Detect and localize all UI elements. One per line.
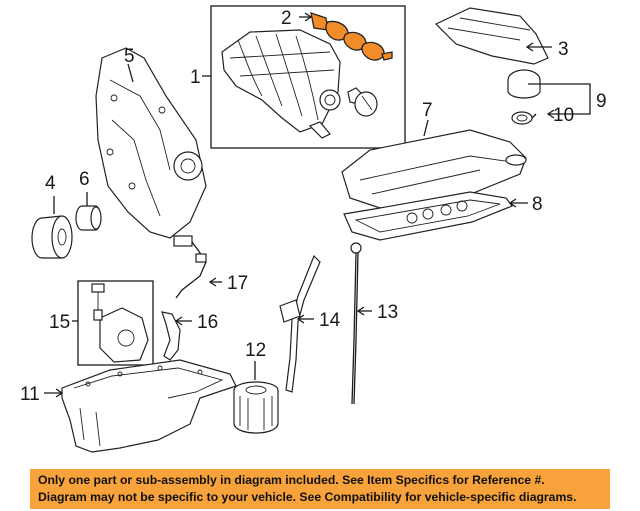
callout-7: 7 [422, 100, 433, 121]
callout-14: 14 [319, 310, 341, 331]
callout-4: 4 [45, 173, 56, 194]
dipstick-tube [279, 254, 321, 393]
timing-chain-cover [95, 47, 207, 239]
callout-6: 6 [79, 169, 90, 190]
intake-manifold-group-box [210, 5, 406, 149]
engine-cover [434, 7, 549, 65]
disclaimer-line-2: Diagram may not be specific to your vehi… [38, 490, 577, 504]
intake-manifold [221, 29, 378, 139]
callout-15: 15 [49, 312, 70, 333]
oil-dipstick [350, 242, 362, 405]
callout-13: 13 [377, 302, 398, 323]
oil-pump-group-box [77, 280, 154, 366]
callout-9: 9 [596, 91, 607, 112]
callout-3: 3 [558, 39, 569, 60]
callout-2: 2 [281, 8, 292, 29]
oil-pump [91, 283, 149, 363]
callout-16: 16 [197, 312, 218, 333]
callout-17: 17 [227, 273, 248, 294]
disclaimer-line-1: Only one part or sub-assembly in diagram… [38, 473, 545, 487]
crankshaft-pulley [31, 215, 73, 259]
oil-filter [233, 381, 279, 434]
valve-cover [341, 129, 527, 209]
oil-pan [61, 359, 237, 453]
callout-11: 11 [20, 384, 40, 405]
oil-strainer [161, 311, 181, 361]
callout-8: 8 [532, 194, 543, 215]
disclaimer-banner: Only one part or sub-assembly in diagram… [30, 469, 610, 509]
valve-cover-gasket [343, 191, 513, 241]
callout-10: 10 [553, 105, 574, 126]
oil-pressure-sensor [173, 235, 207, 299]
callout-12: 12 [245, 340, 266, 361]
callout-5: 5 [124, 46, 135, 67]
leader-lines [44, 12, 591, 398]
oil-filler-cap [507, 69, 541, 125]
front-oil-seal [75, 205, 102, 231]
callout-1: 1 [190, 67, 201, 88]
intake-manifold-gasket-highlighted [310, 12, 393, 61]
